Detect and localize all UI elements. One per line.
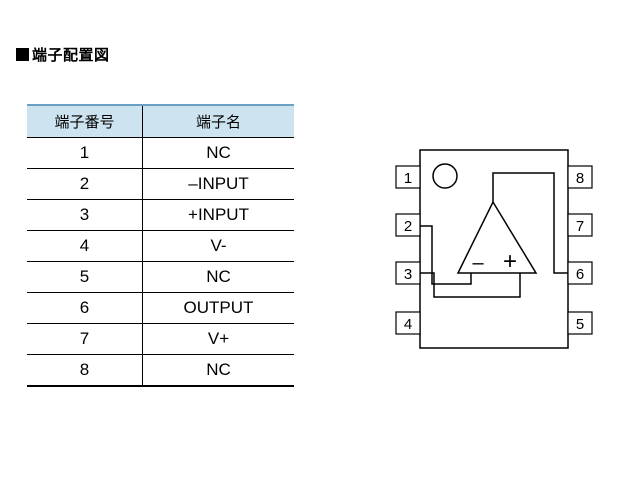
table-row: 3 +INPUT <box>27 199 294 231</box>
pin-number-cell: 7 <box>27 323 143 355</box>
header-pin-name: 端子名 <box>142 104 294 138</box>
pin-1: 1 <box>395 165 421 189</box>
table-row: 5 NC <box>27 261 294 293</box>
pin-7: 7 <box>567 213 593 237</box>
pin-6: 6 <box>567 261 593 285</box>
pin-number-cell: 6 <box>27 292 143 324</box>
table-row: 4 V- <box>27 230 294 262</box>
pin-name-cell: –INPUT <box>142 168 294 200</box>
pin-5: 5 <box>567 311 593 335</box>
pin-number-cell: 3 <box>27 199 143 231</box>
pin-name-cell: OUTPUT <box>142 292 294 324</box>
header-pin-number: 端子番号 <box>27 104 143 138</box>
pin-number-cell: 4 <box>27 230 143 262</box>
table-header-row: 端子番号 端子名 <box>27 104 294 138</box>
pin-6-label: 6 <box>576 266 584 283</box>
pin-8-label: 8 <box>576 170 584 187</box>
section-title: 端子配置図 <box>16 44 110 65</box>
pin-2-label: 2 <box>404 218 412 235</box>
pin-8: 8 <box>567 165 593 189</box>
pin-4: 4 <box>395 311 421 335</box>
pin-table: 端子番号 端子名 1 NC 2 –INPUT 3 +INPUT 4 V- 5 N… <box>27 104 294 387</box>
pin-7-label: 7 <box>576 218 584 235</box>
pin-name-cell: NC <box>142 354 294 387</box>
title-square-icon <box>16 48 29 61</box>
title-text: 端子配置図 <box>32 46 110 64</box>
table-row: 7 V+ <box>27 323 294 355</box>
pin-3-label: 3 <box>404 266 412 283</box>
wire-output-pin6 <box>492 172 568 274</box>
table-row: 1 NC <box>27 137 294 169</box>
wire-pin2-minus <box>420 225 472 285</box>
table-row: 6 OUTPUT <box>27 292 294 324</box>
pin1-marker-circle-icon <box>432 163 458 189</box>
pin-2: 2 <box>395 213 421 237</box>
pin-number-cell: 8 <box>27 354 143 387</box>
pin-3: 3 <box>395 261 421 285</box>
pin-1-label: 1 <box>404 170 412 187</box>
pin-name-cell: NC <box>142 137 294 169</box>
pin-4-label: 4 <box>404 316 412 333</box>
pin-name-cell: V- <box>142 230 294 262</box>
opamp-triangle-icon <box>456 200 538 274</box>
pin-number-cell: 1 <box>27 137 143 169</box>
pin-5-label: 5 <box>576 316 584 333</box>
table-row: 2 –INPUT <box>27 168 294 200</box>
pin-number-cell: 5 <box>27 261 143 293</box>
opamp-minus-symbol: – <box>472 252 484 274</box>
pin-name-cell: NC <box>142 261 294 293</box>
ic-pinout-diagram: 1 2 3 4 8 7 6 5 – + <box>395 149 593 349</box>
wire-pin3-plus <box>420 272 521 298</box>
pin-name-cell: V+ <box>142 323 294 355</box>
pin-number-cell: 2 <box>27 168 143 200</box>
opamp-plus-symbol: + <box>503 248 517 275</box>
table-row: 8 NC <box>27 354 294 387</box>
pin-name-cell: +INPUT <box>142 199 294 231</box>
